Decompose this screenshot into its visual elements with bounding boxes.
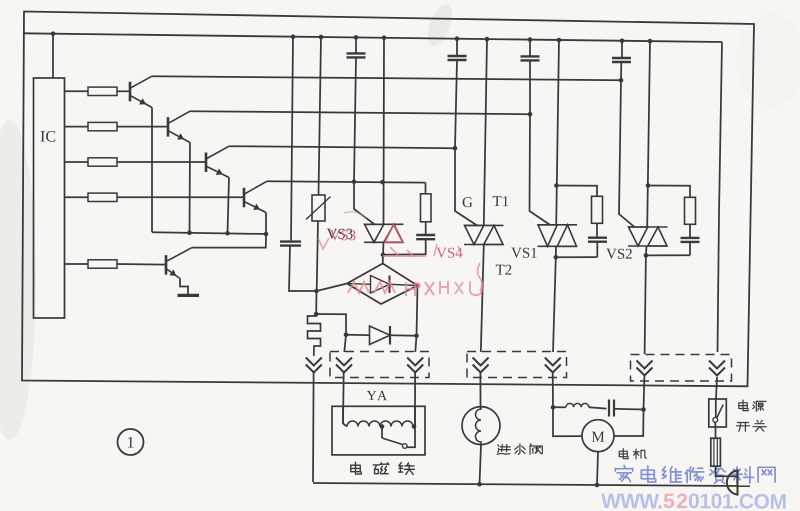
svg-text:0101.COM: 0101.COM	[688, 490, 787, 511]
svg-text:T2: T2	[495, 263, 512, 279]
svg-text:YA: YA	[366, 389, 389, 404]
svg-text:VS4: VS4	[436, 246, 463, 262]
svg-text:1: 1	[126, 434, 134, 451]
svg-text:IC: IC	[40, 129, 56, 146]
svg-text:VS3: VS3	[326, 227, 353, 243]
svg-text:M: M	[591, 429, 604, 445]
svg-text:T1: T1	[492, 194, 509, 210]
svg-text:WWW.: WWW.	[601, 490, 663, 511]
svg-text:G: G	[462, 195, 473, 211]
svg-text:VS2: VS2	[606, 247, 633, 263]
svg-text:VS3: VS3	[329, 228, 356, 244]
svg-text:52: 52	[663, 490, 688, 511]
svg-text:VS1: VS1	[511, 246, 538, 262]
